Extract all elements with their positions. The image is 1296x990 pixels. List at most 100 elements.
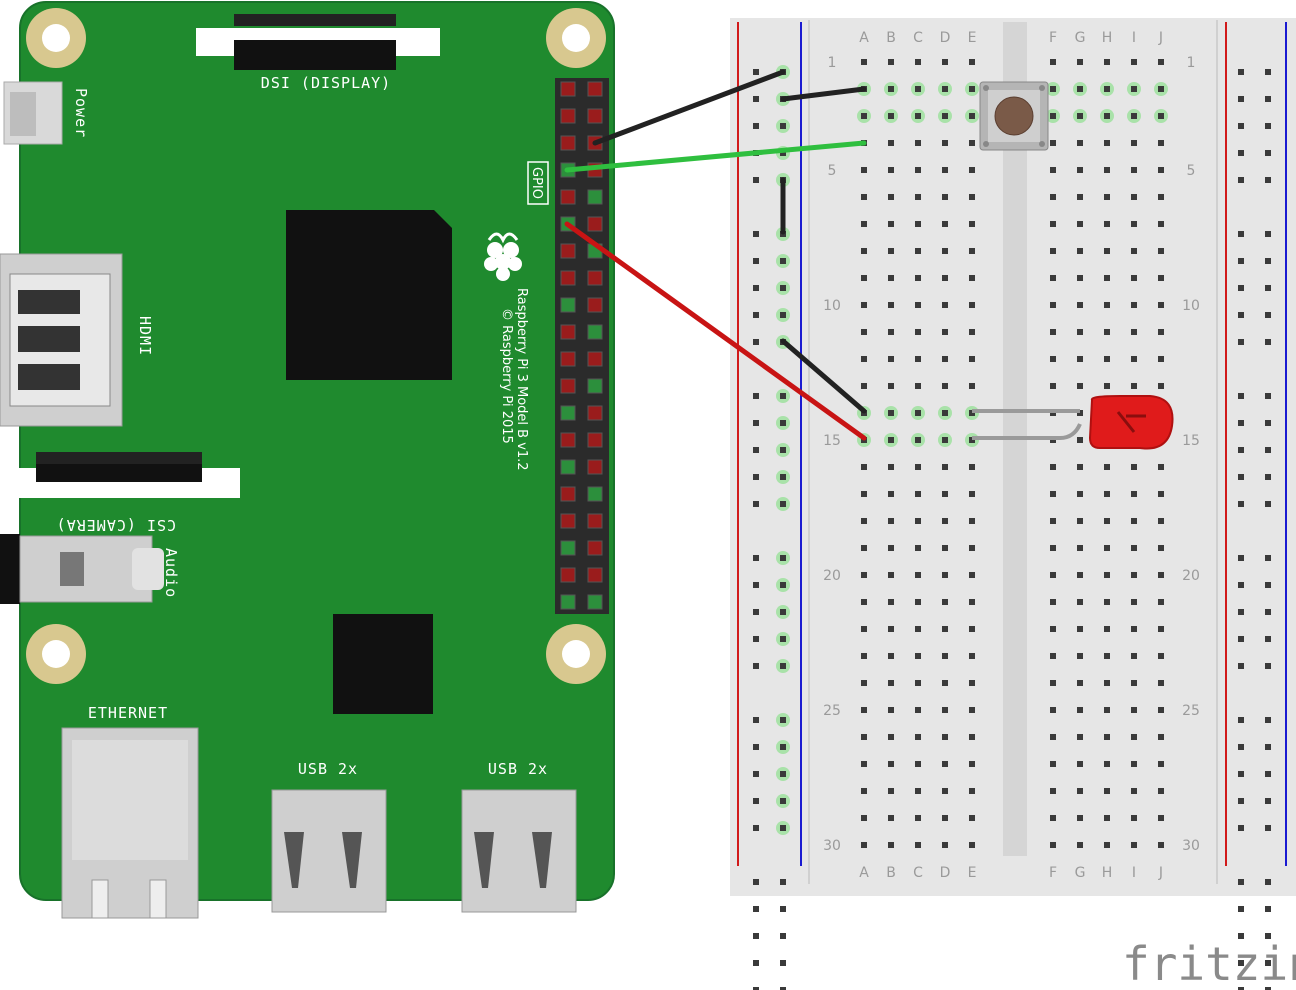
breadboard-hole: [1050, 815, 1056, 821]
rail-hole: [1238, 825, 1244, 831]
gpio-pin: [560, 540, 576, 556]
rail-hole: [753, 312, 759, 318]
column-letter: H: [1102, 865, 1113, 881]
rail-hole: [753, 879, 759, 885]
breadboard-hole: [942, 113, 948, 119]
row-number: 20: [823, 568, 841, 584]
rail-hole: [753, 96, 759, 102]
breadboard-hole: [1050, 140, 1056, 146]
rail-hole: [753, 258, 759, 264]
raspberry-logo: [484, 232, 522, 281]
breadboard-hole: [1131, 788, 1137, 794]
gpio-pin: [560, 567, 576, 583]
gpio-pin: [560, 378, 576, 394]
column-letter: G: [1075, 30, 1086, 46]
gpio-pin: [587, 513, 603, 529]
breadboard-hole: [915, 545, 921, 551]
breadboard-hole: [1077, 329, 1083, 335]
rail-hole: [780, 879, 786, 885]
breadboard-hole: [861, 734, 867, 740]
row-number: 25: [823, 703, 841, 719]
rail-hole: [780, 933, 786, 939]
rail-hole: [780, 501, 786, 507]
breadboard-hole: [915, 707, 921, 713]
gpio-pin: [587, 486, 603, 502]
breadboard-hole: [861, 788, 867, 794]
breadboard-hole: [915, 626, 921, 632]
breadboard-hole: [1131, 140, 1137, 146]
breadboard-hole: [915, 329, 921, 335]
row-number: 1: [828, 55, 837, 71]
rail-hole: [780, 987, 786, 990]
rail-hole: [780, 258, 786, 264]
breadboard-hole: [1077, 248, 1083, 254]
breadboard-hole: [1131, 221, 1137, 227]
breadboard-hole: [942, 491, 948, 497]
breadboard-hole: [969, 842, 975, 848]
breadboard-hole: [942, 356, 948, 362]
gpio-pin: [560, 324, 576, 340]
rail-hole: [1238, 231, 1244, 237]
row-number: 25: [1182, 703, 1200, 719]
mounting-hole-center: [42, 24, 70, 52]
breadboard-hole: [915, 383, 921, 389]
breadboard-hole: [942, 248, 948, 254]
breadboard-hole: [915, 437, 921, 443]
rail-hole: [1238, 636, 1244, 642]
breadboard-hole: [915, 86, 921, 92]
rail-hole: [753, 906, 759, 912]
breadboard-hole: [942, 86, 948, 92]
column-letter: A: [859, 30, 869, 46]
rail-hole: [753, 960, 759, 966]
rail-hole: [780, 636, 786, 642]
rail-hole: [753, 609, 759, 615]
rail-hole: [753, 474, 759, 480]
breadboard-hole: [969, 464, 975, 470]
breadboard-hole: [1104, 194, 1110, 200]
breadboard-hole: [1104, 815, 1110, 821]
breadboard-hole: [1077, 275, 1083, 281]
breadboard-hole: [1077, 356, 1083, 362]
row-number: 10: [1182, 298, 1200, 314]
gpio-pin: [587, 81, 603, 97]
breadboard-hole: [888, 842, 894, 848]
rail-hole: [1265, 744, 1271, 750]
breadboard-hole: [915, 194, 921, 200]
rail-hole: [780, 393, 786, 399]
breadboard-hole: [1050, 842, 1056, 848]
row-number: 30: [1182, 838, 1200, 854]
breadboard-hole: [915, 356, 921, 362]
breadboard-hole: [969, 707, 975, 713]
rail-hole: [1238, 879, 1244, 885]
breadboard-hole: [1131, 383, 1137, 389]
rail-hole: [753, 501, 759, 507]
rail-hole: [1238, 393, 1244, 399]
breadboard-hole: [1158, 599, 1164, 605]
gpio-pin: [560, 108, 576, 124]
breadboard-hole: [915, 410, 921, 416]
breadboard-hole: [1104, 302, 1110, 308]
rail-hole: [1238, 744, 1244, 750]
usb-chip: [333, 614, 433, 714]
breadboard-hole: [861, 545, 867, 551]
rail-hole: [1265, 123, 1271, 129]
breadboard-hole: [942, 653, 948, 659]
breadboard-hole: [942, 275, 948, 281]
breadboard-hole: [1131, 491, 1137, 497]
rail-hole: [1238, 69, 1244, 75]
breadboard-hole: [1104, 59, 1110, 65]
column-letter: F: [1049, 865, 1057, 881]
breadboard-hole: [1131, 707, 1137, 713]
breadboard-hole: [1131, 356, 1137, 362]
breadboard-hole: [915, 599, 921, 605]
breadboard-hole: [969, 275, 975, 281]
csi-connector: CSI (CAMERA): [18, 452, 240, 534]
breadboard-hole: [1104, 680, 1110, 686]
rail-hole: [1265, 879, 1271, 885]
breadboard-hole: [1077, 518, 1083, 524]
gpio-pin: [560, 405, 576, 421]
breadboard-hole: [1158, 113, 1164, 119]
breadboard-hole: [888, 248, 894, 254]
column-letter: H: [1102, 30, 1113, 46]
csi-label: CSI (CAMERA): [56, 516, 176, 534]
